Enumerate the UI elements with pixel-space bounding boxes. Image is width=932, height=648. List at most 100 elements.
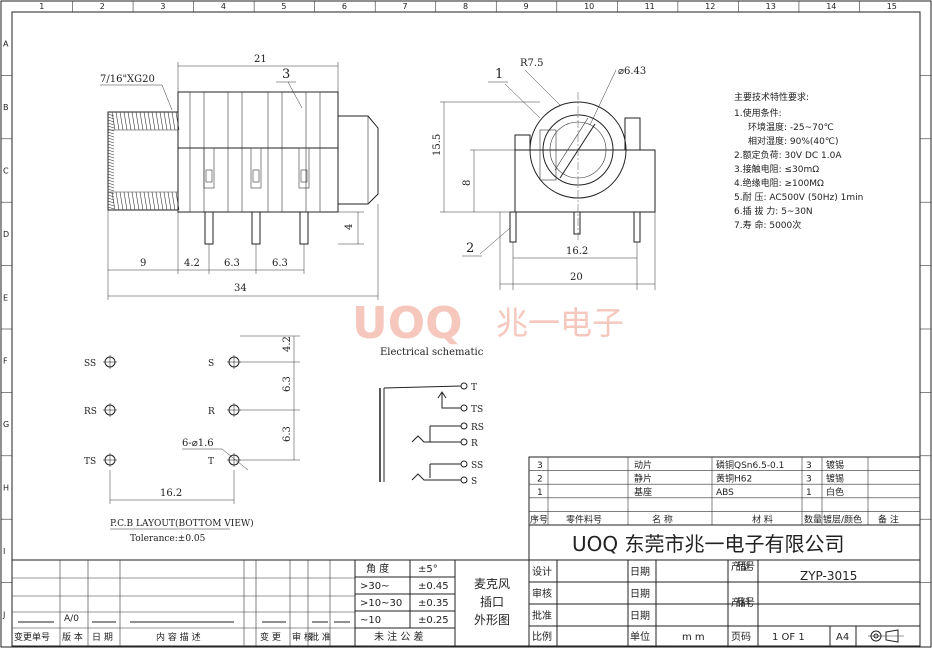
tol-value-3: ±0.25 [418, 615, 449, 626]
row-label-E: E [3, 293, 8, 302]
schematic-label-ss: SS [471, 461, 483, 471]
row-label-D: D [3, 230, 9, 239]
pcb-tolerance: Tolerance:±0.05 [130, 534, 206, 544]
dim-15-5: 15.5 [432, 134, 443, 156]
spec-line-5: 3.接触电阻: ≤30mΩ [734, 163, 819, 175]
tb-unit: 单位 [630, 630, 650, 643]
dim-8: 8 [462, 180, 473, 186]
row-label-A: A [3, 40, 9, 49]
tb-page: 1 OF 1 [772, 632, 805, 643]
revision-block: A/0 变更单号版 本日 期内 容 描 述变 更审 核批 准 [11, 559, 356, 647]
col-label-7: 7 [402, 2, 407, 11]
rev-footer-6: 审 核 [292, 631, 313, 643]
pcb-dim-6-3-a: 6.3 [282, 376, 293, 392]
company-name: UOQ 东莞市兆一电子有限公司 [572, 532, 844, 556]
tol-footer: 未 注 公 差 [374, 630, 424, 643]
pcb-pin-label-rs: RS [84, 407, 97, 417]
tol-range-2: >10~30 [360, 598, 402, 609]
spec-line-9: 7.寿 命: 5000次 [734, 219, 801, 231]
tb-date-3: 日期 [630, 610, 650, 622]
product-name-1: 麦克风 [474, 577, 510, 591]
rev-footer-4: 内 容 描 述 [156, 631, 201, 643]
dim-9: 9 [140, 258, 146, 269]
spec-line-4: 2.额定负荷: 30V DC 1.0A [734, 149, 842, 161]
tol-value-2: ±0.35 [418, 598, 449, 609]
dim-6-3-b: 6.3 [272, 258, 288, 269]
dim-20: 20 [570, 272, 583, 283]
col-label-14: 14 [826, 2, 836, 11]
col-label-10: 10 [584, 2, 594, 11]
pcb-pin-label-ss: SS [84, 359, 96, 369]
spec-line-1: 1.使用条件: [734, 107, 782, 119]
tolerance-table: 角 度 ±5° >30~±0.45>10~30±0.35~10±0.25 未 注… [354, 559, 456, 647]
balloon-1: 1 [495, 67, 503, 82]
tb-unit-value: m m [682, 632, 705, 643]
tb-date-2: 日期 [630, 588, 650, 600]
pcb-dim-16-2: 16.2 [160, 488, 182, 499]
col-label-2: 2 [100, 2, 105, 11]
spec-line-8: 6.插 拔 力: 5~30N [734, 205, 813, 217]
col-label-1: 1 [39, 2, 44, 11]
row-label-B: B [3, 103, 9, 112]
balloon-2: 2 [466, 241, 474, 256]
bom-r1-c1: 3 [537, 461, 543, 471]
row-label-I: I [3, 547, 5, 556]
schematic-label-ts: TS [471, 405, 483, 415]
dim-34: 34 [234, 283, 247, 294]
dim-r7-5: R7.5 [520, 58, 543, 69]
col-label-6: 6 [342, 2, 347, 11]
schematic-label-rs: RS [471, 423, 484, 433]
watermark: UOQ 兆一电子 [352, 298, 624, 349]
title-block: UOQ 东莞市兆一电子有限公司 设计 审核 批准 比例 日期 日期 日期 单位 … [528, 524, 921, 647]
bom-header-3: 名 称 [652, 513, 673, 525]
watermark-brand: UOQ [352, 298, 463, 349]
projection-symbol-icon [868, 629, 904, 643]
pcb-pin-label-s: S [208, 359, 214, 369]
bom-header-5: 数量 [804, 513, 822, 525]
balloon-3: 3 [282, 67, 290, 82]
watermark-cn: 兆一电子 [496, 304, 624, 342]
tb-model: ZYP-3015 [800, 569, 857, 583]
tb-model-label: 产品型号 [731, 560, 755, 573]
rev-footer-1: 变更单号 [14, 631, 50, 643]
bom-r1-c4: 3 [806, 461, 812, 471]
product-name-2: 插口 [480, 595, 504, 609]
row-label-G: G [3, 420, 9, 429]
bom-r3-c1: 1 [537, 488, 543, 498]
dim-21: 21 [254, 54, 267, 65]
tb-date-1: 日期 [630, 566, 650, 578]
row-label-J: J [2, 610, 5, 619]
product-name: 麦克风 插口 外形图 [454, 559, 530, 647]
pcb-dim-4-2: 4.2 [282, 336, 293, 352]
side-view: R7.5 ⌀6.43 1 2 15.5 8 16.2 20 [432, 58, 656, 290]
col-label-13: 13 [766, 2, 776, 11]
tb-design: 设计 [532, 565, 552, 578]
thread-hatch [107, 111, 180, 211]
revision-value: A/0 [64, 614, 79, 624]
dim-16-2: 16.2 [566, 246, 588, 257]
pcb-pin-label-ts: TS [84, 457, 96, 467]
col-label-5: 5 [281, 2, 286, 11]
schematic-label-s: S [471, 477, 477, 487]
schematic-label-t: T [471, 383, 477, 393]
tol-header-value: ±5° [418, 564, 438, 575]
tol-header-angle: 角 度 [366, 562, 389, 575]
col-label-4: 4 [221, 2, 226, 11]
product-name-3: 外形图 [474, 613, 510, 627]
row-label-C: C [3, 167, 9, 176]
bom-r2-c3: 黄铜H62 [716, 473, 752, 485]
col-label-9: 9 [524, 2, 529, 11]
row-label-F: F [3, 357, 8, 366]
spec-line-2: 环境温度: -25~70℃ [748, 121, 834, 133]
pcb-title: P.C.B LAYOUT(BOTTOM VIEW) [110, 518, 254, 529]
bom-r3-c2: 基座 [634, 486, 652, 498]
bom-r3-c3: ABS [716, 488, 734, 498]
bom-header-1: 序号 [530, 513, 548, 525]
col-label-8: 8 [463, 2, 468, 11]
